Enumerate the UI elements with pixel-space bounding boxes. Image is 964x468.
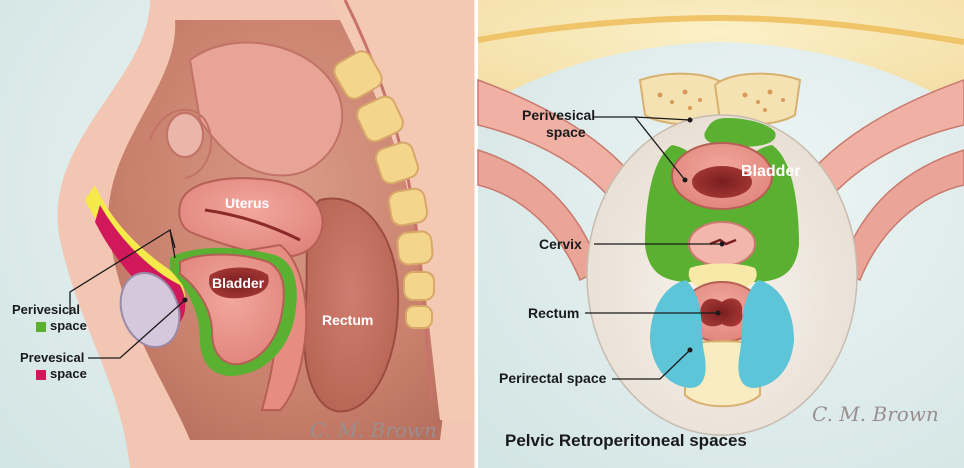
label-perirectal: Perirectal space: [499, 370, 606, 386]
label-rectum-right: Rectum: [528, 305, 579, 321]
signature-left: C. M. Brown: [310, 418, 437, 442]
ovary: [167, 113, 203, 157]
leader-dot: [683, 178, 688, 183]
label-prevesical-line2: space: [50, 366, 87, 381]
leader-dot: [716, 311, 721, 316]
label-bladder-left: Bladder: [212, 275, 264, 291]
page-title: Pelvic Retroperitoneal spaces: [505, 431, 747, 451]
leader-dot: [183, 298, 188, 303]
leader-dot: [688, 348, 693, 353]
label-uterus: Uterus: [225, 195, 269, 211]
label-cervix: Cervix: [539, 236, 582, 252]
legend-swatch-perivesical: [36, 322, 46, 332]
legend-perivesical-left: space: [36, 318, 87, 333]
label-rectum-left: Rectum: [322, 312, 373, 328]
legend-swatch-prevesical: [36, 370, 46, 380]
label-perivesical-right-line1: Perivesical: [522, 107, 595, 123]
label-perivesical-left-line1: Perivesical: [12, 302, 80, 317]
label-perivesical-right-line2: space: [546, 124, 586, 140]
label-bladder-right: Bladder: [741, 163, 801, 181]
leader-dot: [720, 242, 725, 247]
signature-right: C. M. Brown: [812, 402, 939, 426]
leader-dot: [688, 118, 693, 123]
label-prevesical-line1: Prevesical: [20, 350, 84, 365]
label-perivesical-left-line2: space: [50, 318, 87, 333]
legend-prevesical: space: [36, 366, 87, 381]
